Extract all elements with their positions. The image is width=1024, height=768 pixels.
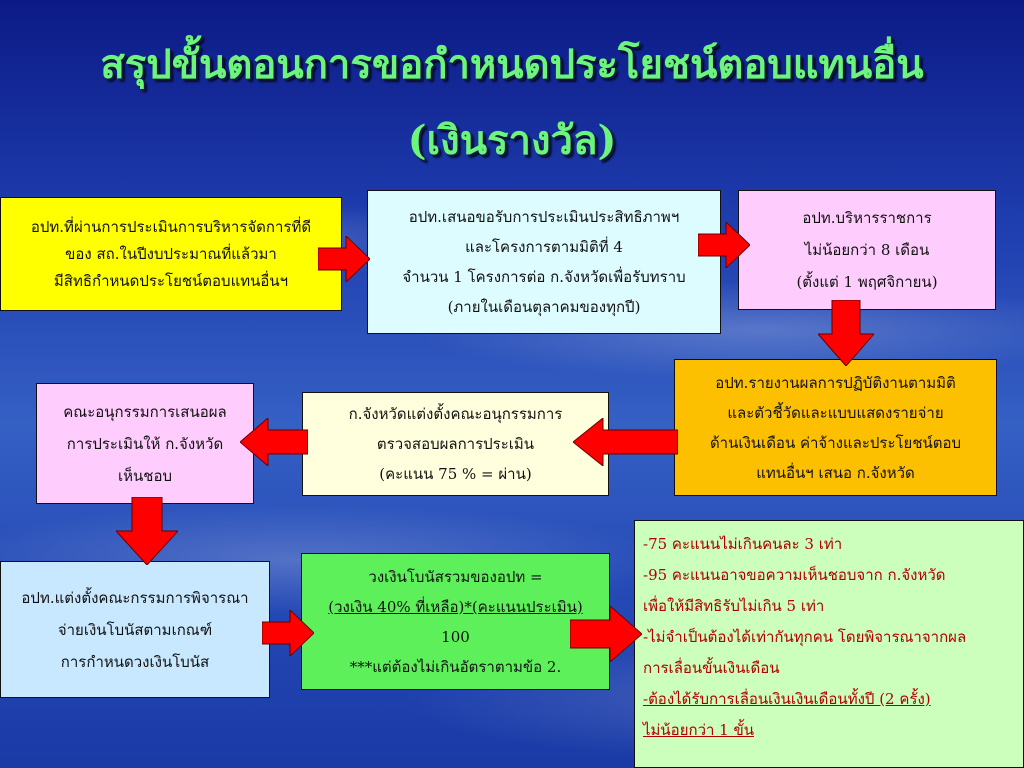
box-bonus-committee-line1: อปท.แต่งตั้งคณะกรรมการพิจารณา <box>21 588 249 607</box>
box-bonus-conditions-line4: -ไม่จำเป็นต้องได้เท่ากันทุกคน โดยพิจารณา… <box>643 628 967 646</box>
box-bonus-formula: วงเงินโบนัสรวมของอปท = (วงเงิน 40% ที่เห… <box>301 553 610 690</box>
box-submit-evaluation-line2: และโครงการตามมิติที่ 4 <box>465 238 623 256</box>
box-subcommittee-proposal-line2: การประเมินให้ ก.จังหวัด <box>66 434 224 453</box>
box-eligibility: อปท.ที่ผ่านการประเมินการบริหารจัดการที่ด… <box>0 197 342 311</box>
box-bonus-conditions-line7: ไม่น้อยกว่า 1 ขั้น <box>643 721 754 739</box>
box-bonus-conditions-line3: เพื่อให้มีสิทธิรับไม่เกิน 5 เท่า <box>643 597 825 615</box>
box-bonus-conditions-line5: การเลื่อนขั้นเงินเดือน <box>643 659 780 677</box>
box-eligibility-line1: อปท.ที่ผ่านการประเมินการบริหารจัดการที่ด… <box>30 217 312 236</box>
box-performance-report-line4: แทนอื่นฯ เสนอ ก.จังหวัด <box>756 463 915 482</box>
box-performance-report-line3: ด้านเงินเดือน ค่าจ้างและประโยชน์ตอบ <box>709 433 962 452</box>
box-administration-period-line2: ไม่น้อยกว่า 8 เดือน <box>804 241 930 259</box>
box-performance-report-line2: และตัวชี้วัดและแบบแสดงรายจ่าย <box>727 403 944 422</box>
box-subcommittee-appointment-line1: ก.จังหวัดแต่งตั้งคณะอนุกรรมการ <box>348 405 563 423</box>
box-bonus-conditions: -75 คะแนนไม่เกินคนละ 3 เท่า -95 คะแนนอาจ… <box>634 520 1024 768</box>
slide-title-line1: สรุปขั้นตอนการขอกำหนดประโยชน์ตอบแทนอื่น <box>100 41 924 88</box>
slide-title-line2: (เงินรางวัล) <box>407 117 617 164</box>
box-performance-report-line1: อปท.รายงานผลการปฏิบัติงานตามมิติ <box>715 373 956 392</box>
box-bonus-formula-line4: ***แต่ต้องไม่เกินอัตราตามข้อ 2. <box>349 657 562 676</box>
box-subcommittee-proposal-line3: เห็นชอบ <box>118 466 172 485</box>
box-subcommittee-appointment-line2: ตรวจสอบผลการประเมิน <box>376 435 535 453</box>
box-performance-report: อปท.รายงานผลการปฏิบัติงานตามมิติ และตัวช… <box>674 359 997 496</box>
arrow-right-icon <box>318 236 370 282</box>
box-bonus-formula-line2: (วงเงิน 40% ที่เหลือ)*(คะแนนประเมิน) <box>328 597 583 616</box>
box-bonus-conditions-line2: -95 คะแนนอาจขอความเห็นชอบจาก ก.จังหวัด <box>643 566 946 584</box>
box-eligibility-line3: มีสิทธิกำหนดประโยชน์ตอบแทนอื่นฯ <box>53 271 289 290</box>
box-subcommittee-appointment: ก.จังหวัดแต่งตั้งคณะอนุกรรมการ ตรวจสอบผล… <box>302 392 609 496</box>
arrow-down-icon <box>116 497 178 565</box>
box-bonus-formula-line3: 100 <box>441 627 470 646</box>
box-bonus-conditions-line6: -ต้องได้รับการเลื่อนเงินเงินเดือนทั้งปี … <box>643 690 931 708</box>
box-administration-period-line1: อปท.บริหารราชการ <box>802 209 932 227</box>
box-subcommittee-appointment-line3: (คะแนน 75 % = ผ่าน) <box>379 465 532 483</box>
arrow-down-icon <box>818 300 874 366</box>
box-submit-evaluation: อปท.เสนอขอรับการประเมินประสิทธิภาพฯ และโ… <box>367 190 721 334</box>
arrow-right-icon <box>698 222 750 268</box>
arrow-left-icon <box>573 418 678 466</box>
arrow-right-icon <box>262 610 314 656</box>
box-submit-evaluation-line3: จำนวน 1 โครงการต่อ ก.จังหวัดเพื่อรับทราบ <box>402 268 686 286</box>
box-subcommittee-proposal: คณะอนุกรรมการเสนอผล การประเมินให้ ก.จังห… <box>36 383 254 504</box>
box-submit-evaluation-line4: (ภายในเดือนตุลาคมของทุกปี) <box>447 298 641 316</box>
box-bonus-conditions-line1: -75 คะแนนไม่เกินคนละ 3 เท่า <box>643 535 843 553</box>
box-eligibility-line2: ของ สถ.ในปีงบประมาณที่แล้วมา <box>65 244 277 263</box>
arrow-right-icon <box>570 606 642 662</box>
box-bonus-committee-line2: จ่ายเงินโบนัสตามเกณฑ์ <box>57 620 213 639</box>
box-bonus-committee-line3: การกำหนดวงเงินโบนัส <box>60 652 210 671</box>
box-bonus-committee: อปท.แต่งตั้งคณะกรรมการพิจารณา จ่ายเงินโบ… <box>0 561 270 698</box>
box-bonus-formula-line1: วงเงินโบนัสรวมของอปท = <box>368 567 543 586</box>
box-administration-period: อปท.บริหารราชการ ไม่น้อยกว่า 8 เดือน (ตั… <box>738 190 996 310</box>
box-submit-evaluation-line1: อปท.เสนอขอรับการประเมินประสิทธิภาพฯ <box>408 208 680 226</box>
box-administration-period-line3: (ตั้งแต่ 1 พฤศจิกายน) <box>796 273 938 291</box>
arrow-left-icon <box>240 418 308 466</box>
box-subcommittee-proposal-line1: คณะอนุกรรมการเสนอผล <box>63 402 227 421</box>
